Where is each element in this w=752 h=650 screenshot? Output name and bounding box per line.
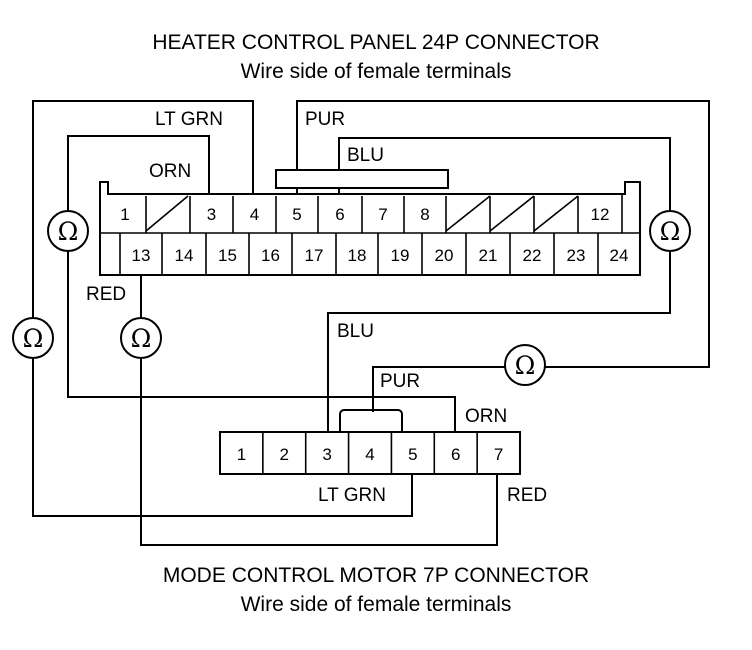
ohmmeters: Ω Ω Ω Ω Ω [12,210,691,386]
top-connector-subtitle: Wire side of female terminals [241,60,512,83]
ohm-meter-lt-grn: Ω [12,317,54,359]
connector-7p: 1 2 3 4 5 6 7 [219,431,521,475]
blank-cavity-10 [489,195,535,232]
pin-24p-24: 24 [610,246,629,265]
pin-24p-15: 15 [218,246,237,265]
blank-cavity-2 [145,195,189,232]
label-blu-mid: BLU [337,321,374,342]
label-lt-grn-top: LT GRN [155,109,223,130]
pin-24p-7: 7 [378,205,387,224]
svg-text:Ω: Ω [131,324,152,353]
label-blu-top: BLU [347,145,384,166]
label-pur-mid: PUR [380,371,420,392]
jumper-7p [339,409,403,432]
pin-7p-6: 6 [451,445,460,464]
ohm-meter-red: Ω [120,317,162,359]
svg-text:Ω: Ω [23,324,44,353]
bottom-connector-title: MODE CONTROL MOTOR 7P CONNECTOR [163,564,589,587]
wire-orn [67,135,456,432]
svg-text:Ω: Ω [515,351,536,380]
svg-text:Ω: Ω [58,217,79,246]
pin-24p-13: 13 [132,246,151,265]
pin-24p-8: 8 [420,205,429,224]
pin-24p-4: 4 [250,205,259,224]
pin-7p-4: 4 [365,445,374,464]
wire-lt-grn [32,100,413,517]
pin-24p-22: 22 [523,246,542,265]
pin-24p-6: 6 [335,205,344,224]
connector-7p-body [219,431,521,475]
pin-24p-21: 21 [479,246,498,265]
pin-24p-20: 20 [435,246,454,265]
pin-7p-2: 2 [280,445,289,464]
pin-7p-3: 3 [322,445,331,464]
blank-cavity-9 [445,195,491,232]
svg-text:Ω: Ω [660,217,681,246]
connector-24p-lock-tab [275,169,449,189]
pin-24p-3: 3 [207,205,216,224]
ohm-meter-pur: Ω [504,344,546,386]
ohm-meter-orn: Ω [47,210,89,252]
wire-labels: LT GRN ORN PUR BLU RED BLU PUR ORN LT GR… [86,109,547,506]
label-red-left: RED [86,284,126,305]
top-connector-title: HEATER CONTROL PANEL 24P CONNECTOR [152,31,599,54]
ohm-meter-blu: Ω [649,210,691,252]
wires [32,100,710,546]
wire-red [140,275,498,546]
label-pur-top: PUR [305,109,345,130]
pin-24p-14: 14 [175,246,194,265]
label-orn-top: ORN [149,161,191,182]
pin-24p-12: 12 [591,205,610,224]
pin-7p-5: 5 [408,445,417,464]
wire-pur [296,100,710,412]
blank-cavity-11 [533,195,579,232]
pin-7p-1: 1 [237,445,246,464]
label-orn-mid: ORN [465,406,507,427]
pin-7p-7: 7 [494,445,503,464]
pin-24p-23: 23 [567,246,586,265]
pin-24p-5: 5 [292,205,301,224]
connector-24p-body [99,181,641,276]
bottom-connector-subtitle: Wire side of female terminals [241,593,512,616]
pin-24p-18: 18 [348,246,367,265]
pin-24p-17: 17 [305,246,324,265]
label-lt-grn-bottom: LT GRN [318,485,386,506]
pin-24p-1: 1 [120,205,129,224]
label-red-bottom: RED [507,485,547,506]
pin-24p-19: 19 [391,246,410,265]
pin-24p-16: 16 [261,246,280,265]
